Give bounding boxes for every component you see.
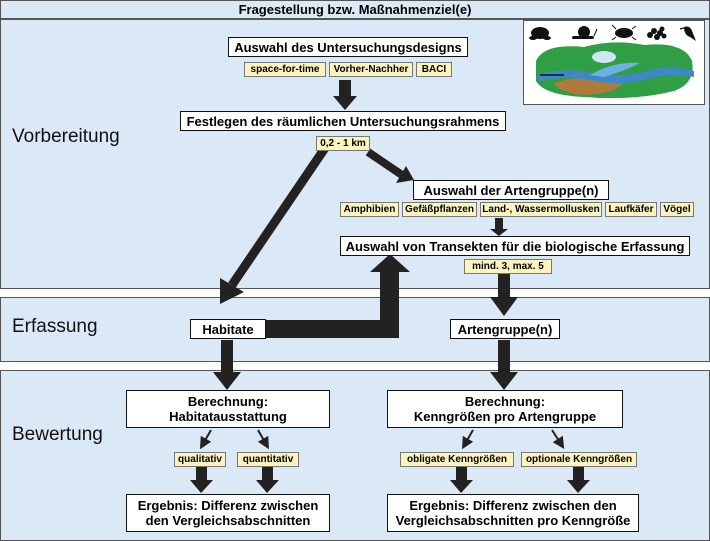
result-kenngroessen-line1: Ergebnis: Differenz zwischen den: [409, 498, 617, 513]
transekte-box: Auswahl von Transekten für die biologisc…: [340, 236, 690, 256]
quantitativ-tag: quantitativ: [237, 452, 299, 467]
arrow-calc-to-optionale: [551, 429, 565, 450]
rahmen-box: Festlegen des räumlichen Untersuchungsra…: [180, 111, 506, 131]
calc-habitat-box: Berechnung: Habitatausstattung: [126, 390, 330, 428]
section-label-erfassung: Erfassung: [12, 316, 98, 337]
design-option-space-for-time: space-for-time: [244, 62, 326, 77]
design-box: Auswahl des Untersuchungsdesigns: [228, 37, 468, 57]
habitate-box: Habitate: [190, 319, 266, 339]
arrow-transekte-to-artengruppen: [490, 273, 518, 316]
design-option-baci: BACI: [416, 62, 452, 77]
section-label-vorbereitung: Vorbereitung: [12, 126, 120, 147]
artengruppen-box: Auswahl der Artengruppe(n): [413, 180, 609, 200]
result-habitat-line1: Ergebnis: Differenz zwischen: [137, 498, 319, 513]
calc-habitat-line1: Berechnung:: [187, 394, 269, 409]
arrow-rahmen-to-habitate: [228, 145, 329, 288]
qualitativ-tag: qualitativ: [174, 452, 226, 467]
arrow-rahmen-to-artengruppe: [365, 148, 405, 179]
calc-kenngroessen-box: Berechnung: Kenngrößen pro Artengruppe: [387, 390, 623, 428]
landscape-illustration: [523, 20, 705, 105]
arrow-habitate-to-calc: [213, 340, 241, 390]
result-kenngroessen-box: Ergebnis: Differenz zwischen den Verglei…: [387, 494, 639, 532]
calc-kenngroessen-line2: Kenngrößen pro Artengruppe: [413, 409, 597, 424]
artengruppe-option-laufkaefer: Laufkäfer: [605, 202, 657, 217]
artengruppe-option-gefaesspflanzen: Gefäßpflanzen: [402, 202, 477, 217]
obligate-kenngroessen-tag: obligate Kenngrößen: [400, 452, 514, 467]
result-habitat-line2: den Vergleichsabschnitten: [145, 513, 311, 528]
snail-icon: [572, 26, 598, 39]
river-branch: [590, 62, 640, 77]
artengruppe-option-amphibien: Amphibien: [340, 202, 399, 217]
arrowhead-rahmen-to-artengruppe: [396, 166, 414, 183]
arrow-quantitativ-to-result: [256, 467, 279, 493]
arrow-obligate-to-result: [450, 467, 473, 493]
arrow-artengruppen-to-calc: [490, 340, 518, 390]
bird-icon: [679, 26, 696, 41]
frog-icon: [529, 27, 551, 40]
section-label-bewertung: Bewertung: [12, 424, 103, 445]
plant-icon: [647, 26, 667, 40]
arrow-habitate-to-transekte: [264, 254, 410, 338]
river-shape: [538, 67, 694, 84]
arrowhead-rahmen-to-habitate: [220, 278, 244, 304]
optionale-kenngroessen-tag: optionale Kenngrößen: [521, 452, 637, 467]
arrow-calc-to-qualitativ: [200, 429, 212, 450]
result-kenngroessen-line2: Vergleichsabschnitten pro Kenngröße: [395, 513, 631, 528]
calc-kenngroessen-line1: Berechnung:: [464, 394, 546, 409]
arrow-design-to-rahmen: [333, 80, 357, 110]
pond: [592, 51, 616, 63]
arrow-qualitativ-to-result: [190, 467, 213, 493]
beetle-icon: [611, 24, 637, 41]
artengruppe-option-voegel: Vögel: [660, 202, 694, 217]
artengruppe-option-mollusken: Land-, Wassermollusken: [480, 202, 602, 217]
result-habitat-box: Ergebnis: Differenz zwischen den Verglei…: [126, 494, 330, 532]
arrow-calc-to-obligate: [462, 429, 474, 450]
arrow-artengruppe-to-transekte: [490, 218, 508, 236]
calc-habitat-line2: Habitatausstattung: [169, 409, 287, 424]
rahmen-range-tag: 0,2 - 1 km: [316, 136, 370, 151]
transekte-count-tag: mind. 3, max. 5: [464, 259, 552, 274]
river-map-illustration: [529, 24, 696, 99]
arrow-optionale-to-result: [567, 467, 590, 493]
arrow-calc-to-quantitativ: [257, 429, 269, 450]
artengruppen-erfassung-box: Artengruppe(n): [450, 319, 560, 339]
design-option-vorher-nachher: Vorher-Nachher: [329, 62, 413, 77]
header-title: Fragestellung bzw. Maßnahmenziel(e): [0, 0, 710, 19]
